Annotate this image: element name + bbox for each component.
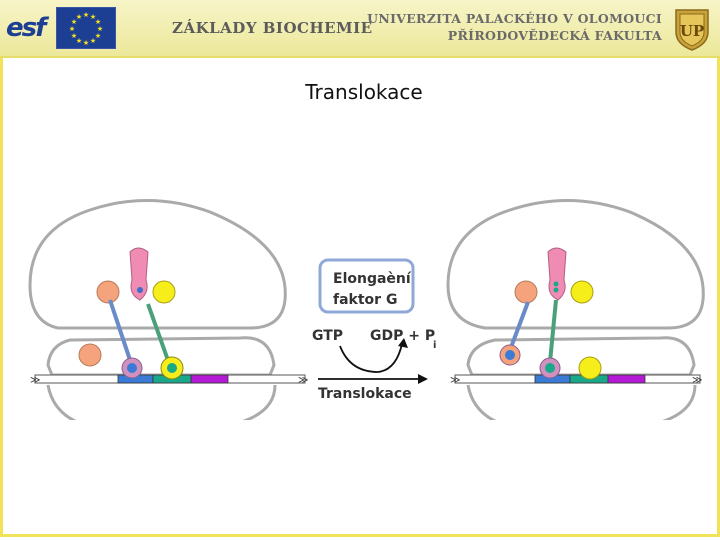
left-mrna-end-left: ≫ — [30, 375, 40, 386]
right-pink-trna-dot-1 — [553, 281, 559, 287]
svg-text:★: ★ — [69, 25, 75, 33]
slide-title: Translokace — [305, 80, 423, 104]
factor-label-line-1: Elongaèní — [333, 271, 412, 287]
svg-text:★: ★ — [83, 39, 89, 47]
right-blue-anticodon-core — [505, 350, 515, 360]
elongation-factor-panel: Elongaèní faktor G GTP GDP + P i Translo… — [312, 258, 436, 402]
reaction-arrowhead — [398, 338, 408, 348]
right-small-subunit-lower — [466, 384, 697, 420]
right-orange-ball-top — [514, 280, 538, 304]
esf-logo: esf — [6, 13, 46, 43]
svg-text:★: ★ — [95, 32, 101, 40]
svg-text:★: ★ — [76, 37, 82, 45]
left-pink-trna-dot — [137, 287, 143, 293]
right-mrna-end-right: ≫ — [692, 375, 702, 386]
right-large-subunit — [446, 199, 705, 330]
university-line-1: UNIVERZITA PALACKÉHO V OLOMOUCI — [367, 11, 662, 26]
svg-text:★: ★ — [95, 18, 101, 26]
left-green-anticodon-core — [167, 363, 177, 373]
slide-header: esf ★ ★ ★ ★ ★ ★ ★ ★ ★ ★ ★ ★ ZÁKLADY BIOC… — [0, 0, 720, 58]
left-pink-trna — [129, 247, 149, 301]
translocation-label: Translokace — [318, 386, 412, 402]
gtp-label: GTP — [312, 328, 343, 344]
eu-flag-logo: ★ ★ ★ ★ ★ ★ ★ ★ ★ ★ ★ ★ — [56, 7, 116, 49]
reaction-curve-arrow — [339, 343, 403, 373]
left-yellow-ball-top — [152, 280, 176, 304]
svg-text:★: ★ — [76, 13, 82, 21]
right-blue-trna-stem — [508, 301, 530, 351]
svg-text:★: ★ — [83, 11, 89, 19]
right-yellow-ball-top — [570, 280, 594, 304]
left-ribosome: ≫ ≫ — [28, 199, 308, 420]
left-green-trna-stem — [146, 303, 172, 367]
university-name: UNIVERZITA PALACKÉHO V OLOMOUCI PŘÍRODOV… — [367, 10, 662, 44]
left-blue-trna-stem — [108, 299, 134, 367]
right-codon-purple — [607, 374, 646, 384]
right-pink-trna-dot-2 — [553, 287, 559, 293]
left-orange-ball-bottom — [78, 343, 102, 367]
translocation-arrowhead — [418, 374, 428, 384]
university-seal-logo: UP — [672, 6, 712, 52]
course-title: ZÁKLADY BIOCHEMIE — [172, 19, 373, 37]
right-ribosome: ≫ ≫ — [446, 199, 705, 420]
left-orange-ball-top — [96, 280, 120, 304]
right-green-anticodon-core — [545, 363, 555, 373]
svg-text:UP: UP — [680, 22, 704, 40]
svg-text:★: ★ — [71, 18, 77, 26]
right-green-trna-stem — [548, 299, 558, 363]
right-yellow-ball-bottom — [578, 356, 602, 380]
translocation-diagram: ≫ ≫ Elongaèní faktor G GTP GDP + P i Tra… — [28, 199, 705, 420]
gdp-label: GDP + P — [370, 328, 435, 344]
pi-subscript: i — [433, 340, 436, 351]
svg-text:★: ★ — [97, 25, 103, 33]
right-pink-trna — [547, 247, 567, 301]
left-blue-anticodon-core — [127, 363, 137, 373]
left-codon-purple — [190, 374, 229, 384]
svg-text:★: ★ — [90, 37, 96, 45]
right-mrna-end-left: ≫ — [450, 375, 460, 386]
left-mrna-end-right: ≫ — [298, 375, 308, 386]
university-line-2: PŘÍRODOVĚDECKÁ FAKULTA — [447, 28, 662, 43]
factor-label-line-2: faktor G — [333, 292, 397, 308]
svg-text:★: ★ — [71, 32, 77, 40]
left-large-subunit — [28, 199, 287, 330]
svg-text:★: ★ — [90, 13, 96, 21]
factor-label-box — [318, 258, 415, 314]
left-small-subunit-lower — [46, 384, 277, 420]
